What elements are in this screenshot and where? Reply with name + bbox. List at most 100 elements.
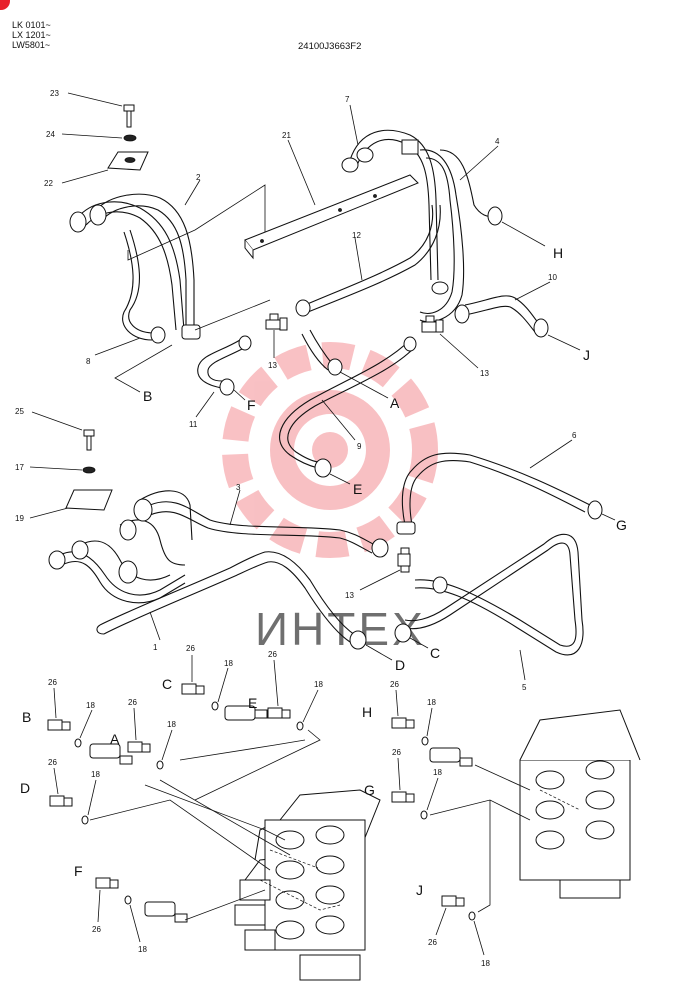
pipe-7 bbox=[341, 129, 439, 281]
callout-26-b: 26 bbox=[48, 678, 57, 687]
fitting-26-a bbox=[127, 741, 151, 753]
port-j-top: J bbox=[583, 347, 590, 363]
callout-7: 7 bbox=[345, 95, 350, 104]
port-g-top: G bbox=[616, 517, 627, 533]
callout-26-a: 26 bbox=[128, 698, 137, 707]
port-b-top: B bbox=[143, 388, 152, 404]
callout-13-c: 13 bbox=[345, 591, 354, 600]
callout-25: 25 bbox=[15, 407, 24, 416]
adapter-bot-2 bbox=[89, 743, 133, 765]
port-c-top: C bbox=[430, 645, 440, 661]
callout-18-a: 18 bbox=[167, 720, 176, 729]
callout-18-d: 18 bbox=[91, 770, 100, 779]
port-f-bot: F bbox=[74, 863, 83, 879]
pipe-9 bbox=[279, 336, 417, 478]
port-j-bot: J bbox=[416, 882, 423, 898]
applicability-1: LK 0101~ bbox=[12, 20, 51, 30]
callout-18-e: 18 bbox=[314, 680, 323, 689]
pipe-1 bbox=[48, 498, 367, 650]
fitting-26-j bbox=[441, 895, 465, 907]
port-b-bot: B bbox=[22, 709, 31, 725]
callout-6: 6 bbox=[572, 431, 577, 440]
o-ring-18-d bbox=[81, 815, 89, 825]
watermark-logo bbox=[222, 342, 438, 558]
fitting-26-h bbox=[391, 717, 415, 729]
o-ring-18-h bbox=[421, 736, 429, 746]
callout-12: 12 bbox=[352, 231, 361, 240]
adapter-bot-4 bbox=[144, 901, 188, 923]
drawing-code: 24100J3663F2 bbox=[298, 41, 362, 52]
pipe-11 bbox=[197, 335, 252, 396]
callout-26-j: 26 bbox=[428, 938, 437, 947]
pipe-4 bbox=[419, 149, 503, 323]
fitting-26-f bbox=[95, 877, 119, 889]
port-e-bot: E bbox=[248, 695, 257, 711]
callout-26-g: 26 bbox=[392, 748, 401, 757]
o-ring-18-g bbox=[420, 810, 428, 820]
callout-18-h: 18 bbox=[427, 698, 436, 707]
o-ring-18-c bbox=[211, 701, 219, 711]
o-ring-18-f bbox=[124, 895, 132, 905]
o-ring-18-e bbox=[296, 721, 304, 731]
bolt-23 bbox=[123, 104, 135, 128]
pipe-6 bbox=[396, 452, 603, 535]
callout-5: 5 bbox=[522, 683, 527, 692]
o-ring-18-b bbox=[74, 738, 82, 748]
callout-13-a: 13 bbox=[268, 361, 277, 370]
port-f-top: F bbox=[247, 397, 256, 413]
pipe-3 bbox=[139, 490, 389, 558]
control-valve-left bbox=[234, 789, 381, 981]
fitting-13-c bbox=[397, 547, 411, 573]
fitting-26-d bbox=[49, 795, 73, 807]
port-a-top: A bbox=[390, 395, 400, 411]
port-e-top: E bbox=[353, 481, 362, 497]
washer-24 bbox=[123, 134, 137, 142]
callout-26-c: 26 bbox=[186, 644, 195, 653]
fitting-26-e bbox=[267, 707, 291, 719]
control-valve-right bbox=[519, 709, 641, 899]
plate-21 bbox=[244, 174, 419, 260]
adapter-bot-1 bbox=[224, 705, 278, 721]
applicability-3: LW5801~ bbox=[12, 40, 51, 50]
callout-18-f: 18 bbox=[138, 945, 147, 954]
port-c-bot: C bbox=[162, 676, 172, 692]
watermark-text: ИНТЕХ bbox=[255, 603, 426, 655]
fitting-26-g bbox=[391, 791, 415, 803]
port-a-bot: A bbox=[110, 731, 120, 747]
o-ring-18-j bbox=[468, 911, 476, 921]
callout-26-h: 26 bbox=[390, 680, 399, 689]
callout-8: 8 bbox=[86, 357, 91, 366]
corner-marker bbox=[0, 0, 10, 10]
clamp-19 bbox=[65, 489, 113, 511]
port-h-bot: H bbox=[362, 704, 372, 720]
fitting-26-b bbox=[47, 719, 71, 731]
callout-26-d: 26 bbox=[48, 758, 57, 767]
callout-22: 22 bbox=[44, 179, 53, 188]
pipe-10 bbox=[454, 295, 549, 338]
callout-24: 24 bbox=[46, 130, 55, 139]
callout-26-f: 26 bbox=[92, 925, 101, 934]
pipe-12 bbox=[304, 204, 434, 306]
callout-26-e: 26 bbox=[268, 650, 277, 659]
adapter-bot-3 bbox=[429, 747, 473, 767]
callout-3: 3 bbox=[236, 483, 241, 492]
callout-18-b: 18 bbox=[86, 701, 95, 710]
o-ring-18-a bbox=[156, 760, 164, 770]
callout-1: 1 bbox=[153, 643, 158, 652]
callout-21: 21 bbox=[282, 131, 291, 140]
callout-9: 9 bbox=[357, 442, 362, 451]
callout-11: 11 bbox=[189, 420, 198, 429]
callout-4: 4 bbox=[495, 137, 500, 146]
pipe-5 bbox=[394, 533, 584, 656]
callout-23: 23 bbox=[50, 89, 59, 98]
washer-17 bbox=[82, 466, 96, 474]
callout-18-g: 18 bbox=[433, 768, 442, 777]
pipe-2 bbox=[69, 193, 201, 340]
port-h-top: H bbox=[553, 245, 563, 261]
fitting-13-a bbox=[265, 313, 288, 331]
port-d-bot: D bbox=[20, 780, 30, 796]
fitting-26-c bbox=[181, 683, 205, 695]
callout-2: 2 bbox=[196, 173, 201, 182]
